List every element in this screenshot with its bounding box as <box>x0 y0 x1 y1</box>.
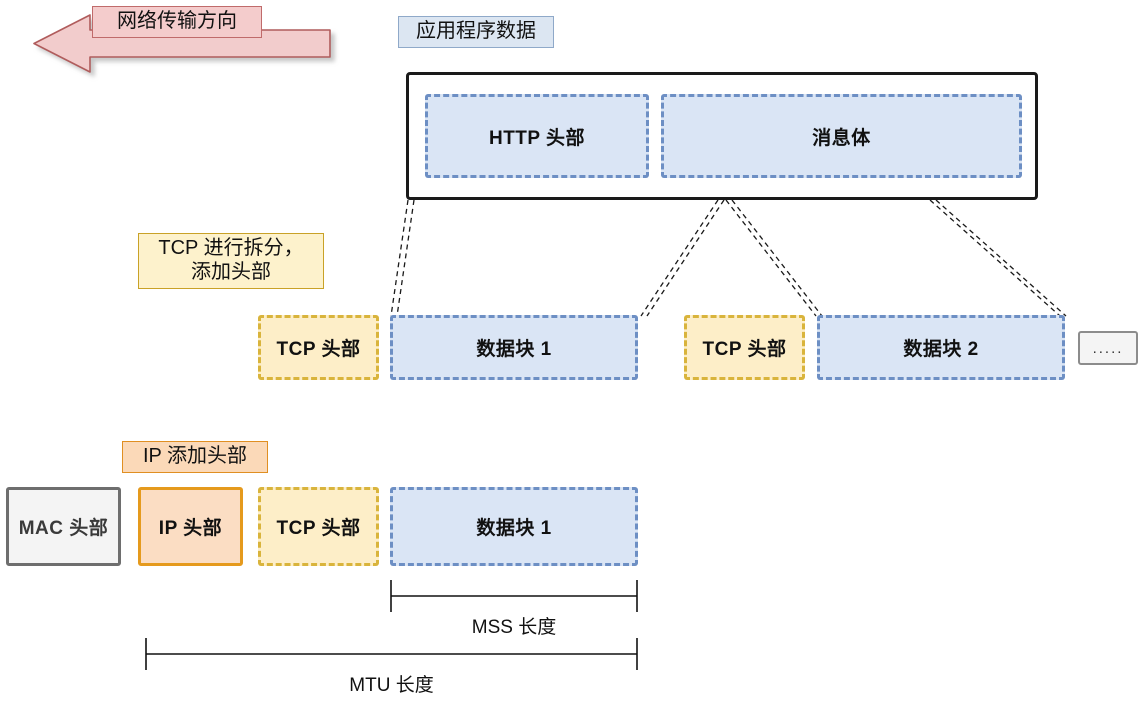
block-mac-header: MAC 头部 <box>6 487 121 566</box>
block-tcp-header-1: TCP 头部 <box>258 315 379 380</box>
block-data-chunk-2: 数据块 2 <box>817 315 1065 380</box>
label-mtu-length: MTU 长度 <box>349 675 434 696</box>
label-application-data: 应用程序数据 <box>398 16 554 48</box>
block-http-header: HTTP 头部 <box>425 94 649 178</box>
block-message-body: 消息体 <box>661 94 1022 178</box>
segmentation-connectors <box>390 199 1067 317</box>
block-data-chunk-1-framed: 数据块 1 <box>390 487 638 566</box>
block-ip-header: IP 头部 <box>138 487 243 566</box>
label-ip-add-header: IP 添加头部 <box>122 441 268 473</box>
mtu-dimension-line <box>145 638 638 670</box>
block-tcp-header-3: TCP 头部 <box>258 487 379 566</box>
block-ellipsis: ..... <box>1078 331 1138 365</box>
label-network-direction: 网络传输方向 <box>92 6 262 38</box>
block-data-chunk-1: 数据块 1 <box>390 315 638 380</box>
mss-dimension-line <box>390 580 638 612</box>
label-mss-length: MSS 长度 <box>471 617 557 638</box>
label-tcp-segmentation: TCP 进行拆分， 添加头部 <box>138 233 324 289</box>
block-tcp-header-2: TCP 头部 <box>684 315 805 380</box>
